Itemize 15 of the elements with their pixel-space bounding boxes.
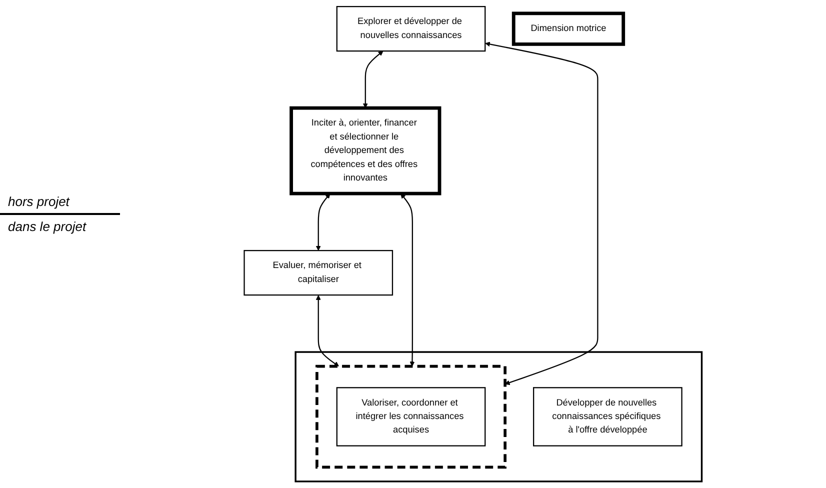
arrow — [362, 50, 384, 108]
arrow — [316, 295, 339, 366]
node-box: Dimension motrice — [512, 12, 626, 46]
zone-label: dans le projet — [8, 219, 88, 234]
cluster — [294, 351, 703, 482]
node-box: Valoriser, coordonner et intégrer les connaissances acquises — [336, 387, 486, 446]
node-box: Evaluer, mémoriser et capitaliser — [244, 250, 394, 296]
arrow — [400, 194, 415, 366]
zone-label: hors projet — [8, 194, 71, 209]
cluster — [316, 364, 506, 469]
arrow — [316, 194, 330, 251]
node-box: Inciter à, orienter, financer et sélectionner le développement des compétences et des offres innovantes — [290, 106, 442, 196]
arrow — [485, 42, 598, 386]
node-box: Développer de nouvelles connaissances spécifiques à l'offre développée — [533, 387, 682, 446]
node-box: Explorer et développer de nouvelles connaissances — [336, 6, 486, 52]
